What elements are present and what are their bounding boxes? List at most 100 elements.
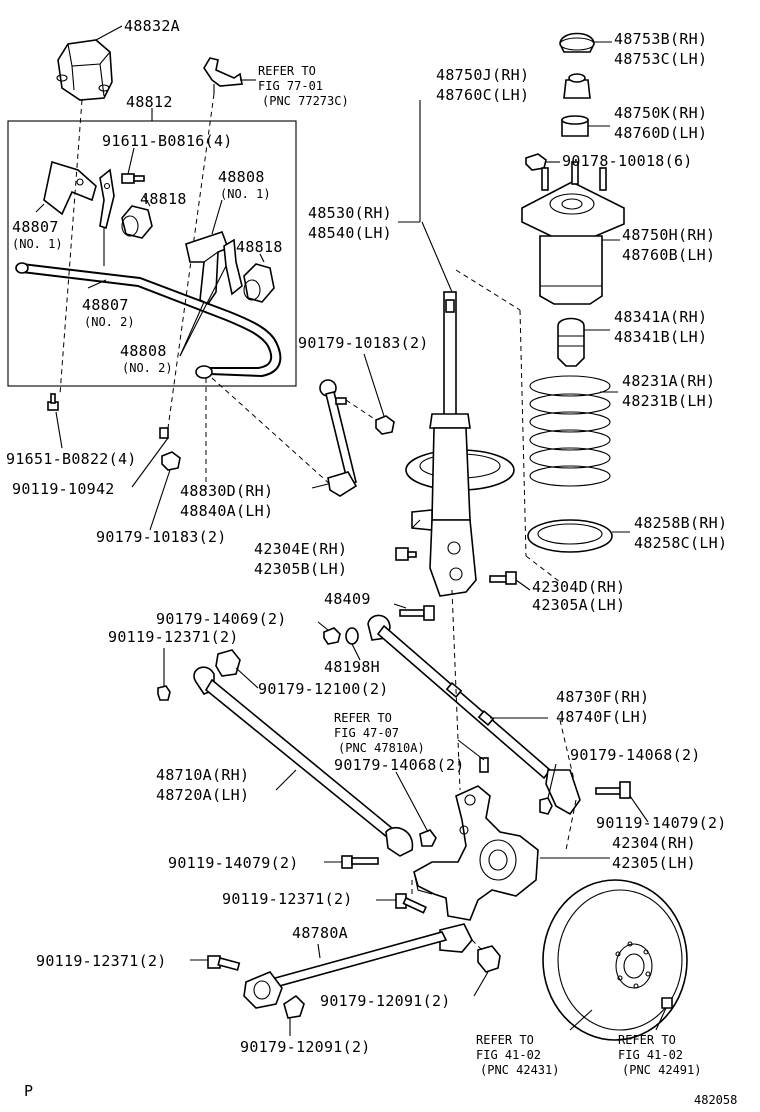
reference-41-02-a: REFER TO FIG 41-02 (PNC 42431) — [476, 1033, 559, 1077]
label-90119-10942: 90119-10942 — [12, 480, 115, 498]
label-90178-10018: 90178-10018(6) — [562, 152, 693, 170]
stabilizer-link-48830d — [319, 379, 358, 497]
label-42304E: 42304E(RH) — [254, 540, 347, 558]
label-90179-14068-a: 90179-14068(2) — [334, 756, 465, 774]
ref-77-01-line1: REFER TO — [258, 64, 316, 78]
bolt-42304d — [489, 571, 517, 585]
nut-90119-12371-a — [157, 685, 171, 701]
label-48258B: 48258B(RH) — [634, 514, 727, 532]
nut-90179-12100 — [215, 649, 241, 677]
spring-48231a — [529, 375, 611, 487]
arm-48710a — [193, 666, 414, 857]
label-48753C: 48753C(LH) — [614, 50, 707, 68]
ref-77-01-line3: (PNC 77273C) — [262, 94, 349, 108]
bushing-48818-a — [121, 205, 153, 239]
label-90179-12091-a: 90179-12091(2) — [320, 992, 451, 1010]
label-48750K: 48750K(RH) — [614, 104, 707, 122]
bolt-48409 — [399, 605, 435, 621]
label-48760B: 48760B(LH) — [622, 246, 715, 264]
bushing-48818-b — [243, 263, 275, 303]
bolt-42304e — [395, 547, 417, 561]
label-48750H: 48750H(RH) — [622, 226, 715, 244]
label-90179-10183-a: 90179-10183(2) — [298, 334, 429, 352]
label-42304D: 42304D(RH) — [532, 578, 625, 596]
label-48832A: 48832A — [124, 17, 180, 35]
label-48231A: 48231A(RH) — [622, 372, 715, 390]
bolt-90119-12371-c — [207, 955, 241, 971]
hub-bolt-42491 — [661, 997, 673, 1009]
clip-77-01 — [203, 57, 243, 94]
label-48753B: 48753B(RH) — [614, 30, 707, 48]
label-48760D: 48760D(LH) — [614, 124, 707, 142]
label-48808-no1: 48808 — [218, 168, 265, 186]
label-48807-no2-sub: (NO. 2) — [84, 315, 135, 329]
bolt-90119-10942 — [159, 427, 169, 439]
label-42305: 42305(LH) — [612, 854, 696, 872]
bushing-48750k — [561, 115, 589, 137]
part-number-labels: 48832A 48812 91611-B0816(4) 48808 (NO. 1… — [6, 17, 727, 1056]
bolt-90119-14079-b — [595, 781, 631, 799]
ref-47-07-line2: FIG 47-07 — [334, 726, 399, 740]
label-90179-14069: 90179-14069(2) — [156, 610, 287, 628]
label-48750J: 48750J(RH) — [436, 66, 529, 84]
ref-41-02-a-line3: (PNC 42431) — [480, 1063, 559, 1077]
ref-41-02-a-line1: REFER TO — [476, 1033, 534, 1047]
label-48258C: 48258C(LH) — [634, 534, 727, 552]
figure-id: 482058 — [694, 1093, 737, 1107]
bolt-90119-12371-b — [395, 893, 428, 914]
nut-90179-14068-b — [539, 797, 553, 815]
label-48730F: 48730F(RH) — [556, 688, 649, 706]
bumper-48341a — [557, 317, 585, 367]
bracket-48807-no2 — [99, 168, 115, 230]
ref-77-01-line2: FIG 77-01 — [258, 79, 323, 93]
label-48530: 48530(RH) — [308, 204, 392, 222]
label-90119-12371-b: 90119-12371(2) — [222, 890, 353, 908]
label-42305B: 42305B(LH) — [254, 560, 347, 578]
label-48818-b: 48818 — [236, 238, 283, 256]
cap-48753b — [559, 32, 595, 53]
bracket-48807-no1 — [43, 160, 97, 216]
label-48780A: 48780A — [292, 924, 348, 942]
label-90179-14068-b: 90179-14068(2) — [570, 746, 701, 764]
nut-90179-12091-a — [477, 945, 501, 973]
ref-41-02-b-line3: (PNC 42491) — [622, 1063, 701, 1077]
nut-48750j — [563, 73, 591, 99]
nut-90179-12091-b — [283, 994, 305, 1019]
label-48818-a: 48818 — [140, 190, 187, 208]
label-90179-12100: 90179-12100(2) — [258, 680, 389, 698]
label-48720A: 48720A(LH) — [156, 786, 249, 804]
ref-41-02-b-line2: FIG 41-02 — [618, 1048, 683, 1062]
label-90119-14079-b: 90119-14079(2) — [596, 814, 727, 832]
insulator-48258b — [527, 519, 613, 553]
label-48540: 48540(LH) — [308, 224, 392, 242]
label-48807-no1-sub: (NO. 1) — [12, 237, 63, 251]
knuckle-42304 — [413, 785, 539, 921]
label-90179-12091-b: 90179-12091(2) — [240, 1038, 371, 1056]
reference-77-01: REFER TO FIG 77-01 (PNC 77273C) — [258, 64, 349, 108]
arm-48730f — [367, 614, 581, 816]
label-48808-no2-sub: (NO. 2) — [122, 361, 173, 375]
stabilizer-bar — [15, 262, 282, 379]
label-48341B: 48341B(LH) — [614, 328, 707, 346]
label-90119-12371-a: 90119-12371(2) — [108, 628, 239, 646]
mount-48750h — [521, 161, 625, 305]
reference-47-07: REFER TO FIG 47-07 (PNC 47810A) — [334, 711, 425, 755]
label-48808-no2: 48808 — [120, 342, 167, 360]
label-48840A: 48840A(LH) — [180, 502, 273, 520]
bracket-48832a — [56, 39, 113, 101]
brake-disc — [542, 879, 688, 1041]
washer-48198h — [345, 627, 359, 645]
ref-47-07-line3: (PNC 47810A) — [338, 741, 425, 755]
ref-41-02-a-line2: FIG 41-02 — [476, 1048, 541, 1062]
nut-90179-10183-b — [161, 451, 181, 471]
footer-left-mark: P — [24, 1082, 33, 1100]
label-48812: 48812 — [126, 93, 173, 111]
nut-90179-14068-a — [479, 757, 489, 773]
label-91611-B0816: 91611-B0816(4) — [102, 132, 233, 150]
bolt-91611-b0816 — [121, 173, 145, 184]
strut-48530 — [405, 291, 515, 597]
label-90119-12371-c: 90119-12371(2) — [36, 952, 167, 970]
label-48830D: 48830D(RH) — [180, 482, 273, 500]
label-90119-14079-a: 90119-14079(2) — [168, 854, 299, 872]
